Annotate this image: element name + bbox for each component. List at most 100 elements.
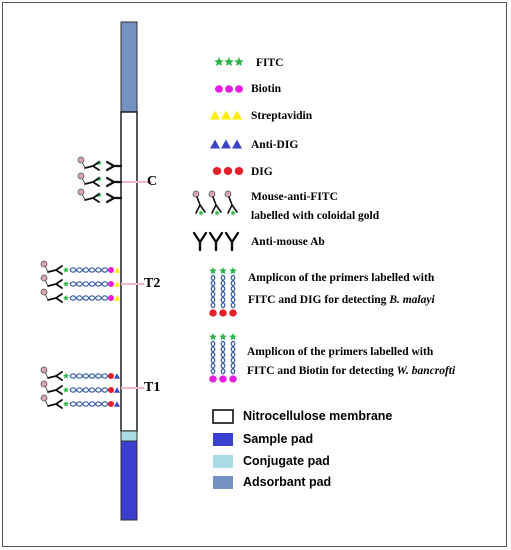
antibody-arms bbox=[47, 399, 63, 409]
streptavidin-icon bbox=[232, 110, 242, 120]
anti-mouse-antibody-icon bbox=[105, 192, 123, 204]
legend-amplicon-bancrofti-label-1: Amplicon of the primers labelled with bbox=[247, 346, 434, 358]
mouse-anti-fitc-antibody-icon bbox=[77, 188, 100, 203]
fitc-star-icon bbox=[198, 210, 204, 216]
species-b-malayi: B. malayi bbox=[389, 294, 435, 306]
antibody-arms bbox=[227, 196, 238, 214]
legend-adsorbant-pad-swatch bbox=[213, 476, 233, 489]
colloidal-gold-icon bbox=[40, 274, 48, 282]
dig-dot-icon bbox=[234, 167, 244, 175]
mouse-anti-fitc-antibody-icon bbox=[192, 190, 206, 216]
streptavidin-icon bbox=[210, 110, 220, 120]
anti-mouse-antibody-icon bbox=[192, 231, 208, 252]
antibody-arms bbox=[211, 196, 222, 214]
fitc-star-icon bbox=[63, 294, 69, 301]
legend-conjugate-pad-swatch bbox=[213, 455, 233, 468]
antibody-arms bbox=[47, 371, 63, 381]
t2-line-complex bbox=[40, 260, 120, 303]
mouse-anti-fitc-antibody-icon bbox=[40, 380, 63, 395]
control-line-label: C bbox=[147, 174, 158, 189]
colloidal-gold-icon bbox=[208, 190, 216, 198]
fitc-star-icon bbox=[229, 333, 237, 341]
t1-line-label: T1 bbox=[144, 380, 161, 395]
figure-frame bbox=[2, 2, 507, 547]
colloidal-gold-icon bbox=[192, 190, 200, 198]
mouse-anti-fitc-antibody-icon bbox=[77, 172, 100, 187]
antibody-arms bbox=[47, 279, 63, 289]
antibody-arms bbox=[195, 196, 206, 214]
streptavidin-icon bbox=[114, 295, 120, 301]
legend-sample-pad-swatch bbox=[213, 433, 233, 446]
legend-icons bbox=[192, 57, 244, 383]
dna-strand bbox=[230, 340, 236, 375]
anti-dig-icon bbox=[232, 139, 242, 149]
legend-mouse-anti-fitc-label-1: Mouse-anti-FITC bbox=[251, 191, 338, 203]
antibody-arms bbox=[47, 293, 63, 303]
legend-dig-label: DIG bbox=[251, 166, 273, 178]
biotin-dot-icon bbox=[215, 85, 223, 93]
dna-strand bbox=[69, 281, 109, 287]
dig-dot-icon bbox=[223, 167, 233, 175]
antibody-arms bbox=[47, 265, 63, 275]
fitc-star-icon bbox=[224, 57, 234, 66]
fitc-star-icon bbox=[63, 372, 69, 379]
dna-strand bbox=[69, 401, 109, 407]
biotin-dot-icon bbox=[108, 281, 114, 287]
test-strip bbox=[120, 21, 138, 521]
dig-dot-icon bbox=[212, 167, 222, 175]
dna-strand bbox=[230, 274, 236, 309]
legend-streptavidin-label: Streptavidin bbox=[251, 110, 313, 122]
legend-anti-mouse-label: Anti-mouse Ab bbox=[251, 236, 325, 248]
dna-strand bbox=[220, 340, 226, 375]
species-w-bancrofti: W. bancrofti bbox=[396, 365, 456, 377]
fitc-star-icon bbox=[219, 333, 227, 341]
legend-amplicon-bancrofti-label-2: FITC and Biotin for detecting W. bancrof… bbox=[247, 365, 456, 377]
antibody-arms bbox=[84, 193, 100, 203]
anti-dig-icon bbox=[114, 401, 120, 407]
dna-strand bbox=[69, 295, 109, 301]
biotin-dot-icon bbox=[219, 375, 227, 383]
streptavidin-icon bbox=[114, 281, 120, 287]
streptavidin-icon bbox=[114, 267, 120, 273]
colloidal-gold-icon bbox=[40, 394, 48, 402]
mouse-anti-fitc-antibody-icon bbox=[40, 260, 63, 275]
legend-nitrocellulose-swatch bbox=[212, 409, 234, 424]
t2-line-label: T2 bbox=[144, 276, 161, 291]
dig-dot-icon bbox=[108, 401, 114, 407]
legend-amplicon-malayi-label-2: FITC and DIG for detecting B. malayi bbox=[248, 294, 435, 306]
biotin-dot-icon bbox=[108, 295, 114, 301]
colloidal-gold-icon bbox=[224, 190, 232, 198]
fitc-star-icon bbox=[214, 210, 220, 216]
biotin-dot-icon bbox=[209, 375, 217, 383]
antibody-arms bbox=[84, 177, 100, 187]
anti-mouse-antibody-icon bbox=[105, 176, 123, 188]
nitrocellulose-membrane bbox=[120, 111, 138, 432]
colloidal-gold-icon bbox=[40, 260, 48, 268]
fitc-star-icon bbox=[63, 386, 69, 393]
antibody-arms bbox=[84, 161, 100, 171]
t1-line-complex bbox=[40, 366, 120, 409]
colloidal-gold-icon bbox=[77, 172, 85, 180]
adsorbant-pad bbox=[120, 21, 138, 113]
dig-dot-icon bbox=[209, 309, 217, 317]
colloidal-gold-icon bbox=[40, 380, 48, 388]
legend-biotin-label: Biotin bbox=[251, 83, 282, 95]
dig-dot-icon bbox=[219, 309, 227, 317]
streptavidin-icon bbox=[221, 110, 231, 120]
dna-strand bbox=[69, 387, 109, 393]
fitc-star-icon bbox=[63, 266, 69, 273]
dna-strand bbox=[220, 274, 226, 309]
antibody-arms bbox=[47, 385, 63, 395]
sample-pad bbox=[120, 440, 138, 521]
mouse-anti-fitc-antibody-icon bbox=[224, 190, 238, 216]
fitc-star-icon bbox=[209, 267, 217, 275]
dna-strand bbox=[210, 340, 216, 375]
fitc-star-icon bbox=[234, 57, 244, 66]
biotin-dot-icon bbox=[108, 267, 114, 273]
legend-anti-dig-label: Anti-DIG bbox=[251, 139, 299, 151]
conjugate-pad bbox=[120, 430, 138, 442]
colloidal-gold-icon bbox=[77, 156, 85, 164]
legend-adsorbant-pad-label: Adsorbant pad bbox=[243, 475, 332, 489]
